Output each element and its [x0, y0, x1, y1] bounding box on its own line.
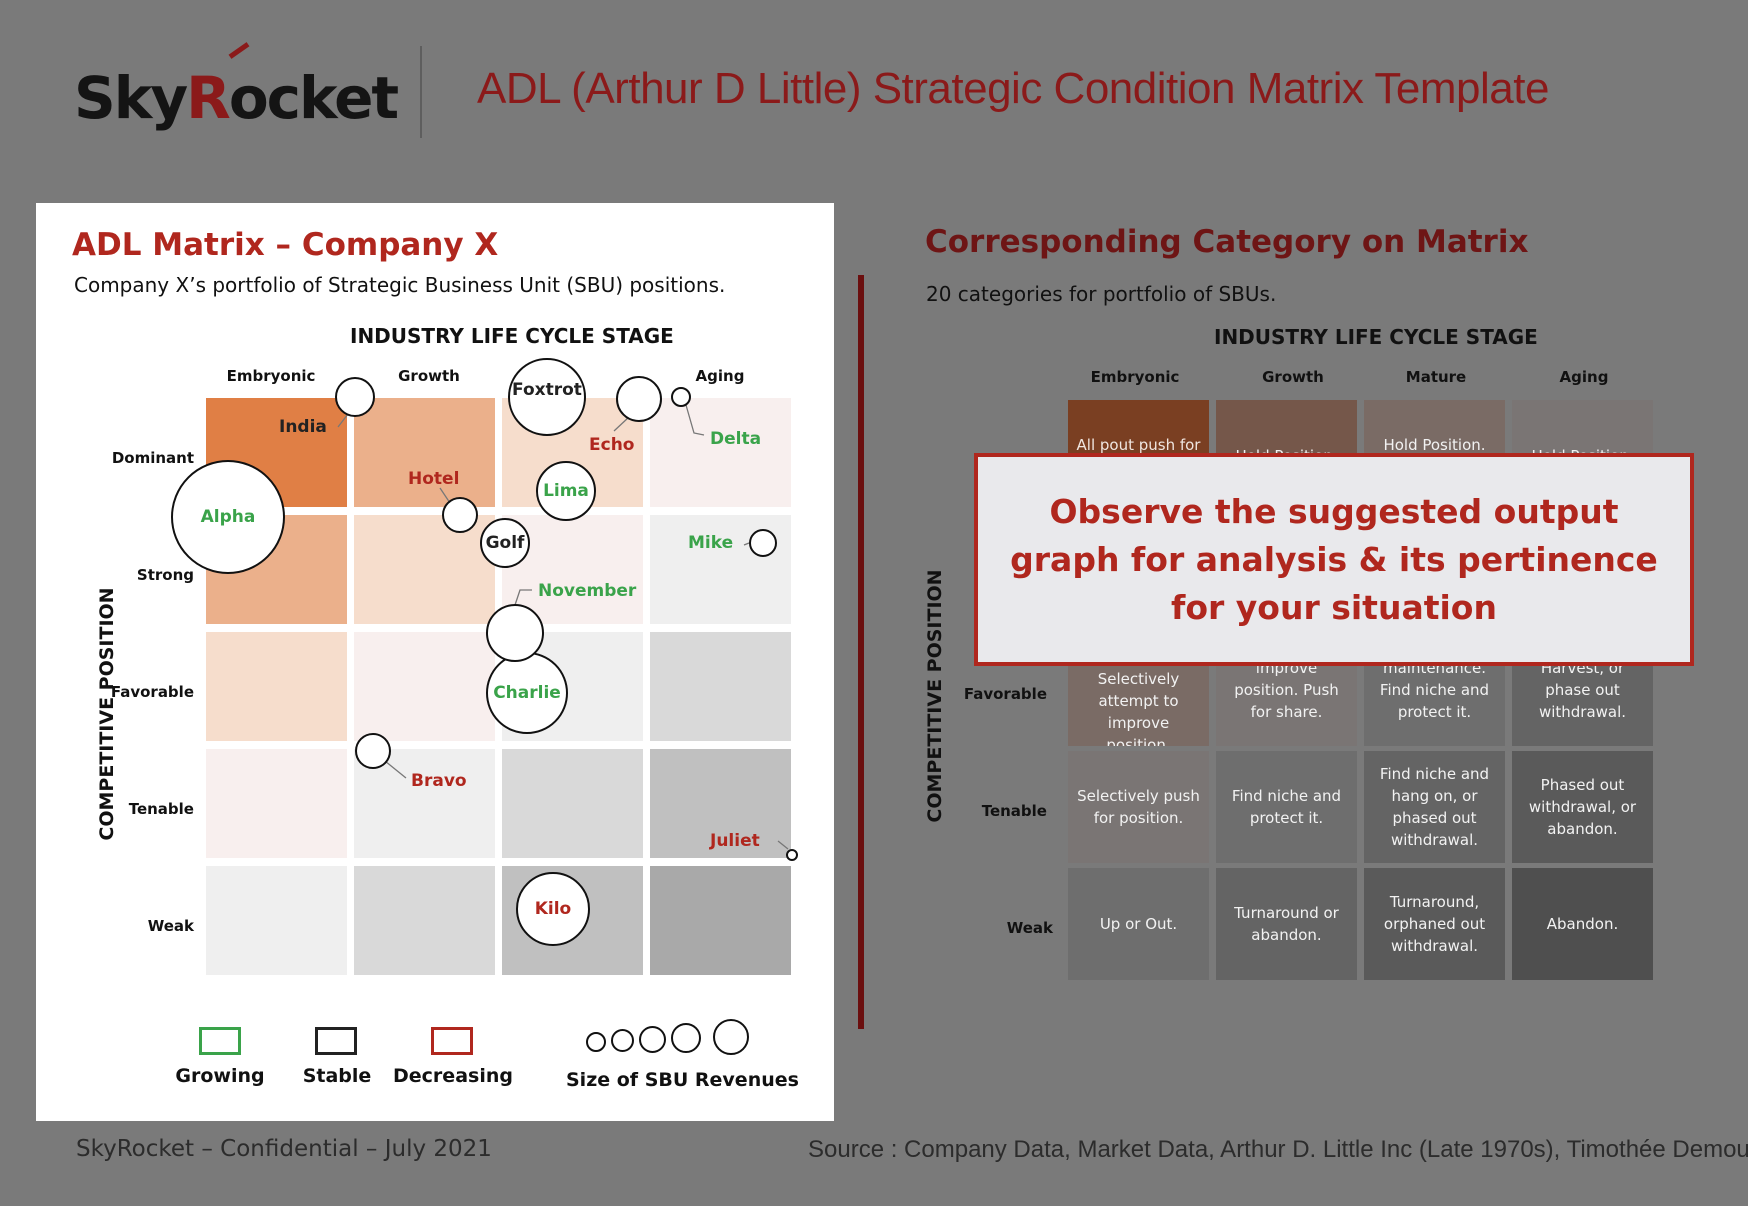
sbu-label-juliet: Juliet	[710, 831, 760, 851]
sbu-bubble-kilo: Kilo	[516, 872, 590, 946]
cell-favorable-growth	[354, 632, 495, 741]
leader-line-india	[337, 413, 349, 428]
panel-title: ADL Matrix – Company X	[72, 227, 499, 263]
right-x-axis-title: INDUSTRY LIFE CYCLE STAGE	[1214, 325, 1538, 349]
sbu-label-alpha: Alpha	[200, 507, 256, 527]
legend-growing-swatch	[199, 1027, 241, 1055]
legend-size-label: Size of SBU Revenues	[566, 1069, 799, 1091]
sbu-bubble-india	[335, 377, 375, 417]
category-weak-aging: Abandon.	[1512, 868, 1653, 980]
sbu-bubble-charlie: Charlie	[486, 652, 568, 734]
adl-matrix-panel: ADL Matrix – Company X Company X’s portf…	[36, 203, 834, 1121]
sbu-label-echo: Echo	[589, 435, 635, 455]
cell-weak-growth	[354, 866, 495, 975]
cell-dominant-growth	[354, 398, 495, 507]
legend-size-circle-5	[713, 1019, 749, 1055]
sbu-bubble-delta	[671, 387, 691, 407]
sbu-label-charlie: Charlie	[493, 683, 561, 703]
skyrocket-logo: SkyRocket	[74, 42, 399, 142]
cell-dominant-aging	[650, 398, 791, 507]
sbu-bubble-juliet	[786, 849, 798, 861]
cell-strong-growth	[354, 515, 495, 624]
sbu-label-delta: Delta	[710, 429, 762, 449]
row-header-dominant: Dominant	[111, 449, 194, 467]
footer-confidential: SkyRocket – Confidential – July 2021	[76, 1136, 492, 1162]
sbu-label-bravo: Bravo	[411, 771, 467, 791]
category-tenable-growth: Find niche and protect it.	[1216, 751, 1357, 863]
cell-weak-aging	[650, 866, 791, 975]
sbu-bubble-echo	[616, 376, 662, 422]
sbu-bubble-foxtrot: Foxtrot	[508, 358, 586, 436]
legend-size-circle-1	[586, 1032, 606, 1052]
sbu-label-kilo: Kilo	[534, 899, 572, 919]
category-tenable-aging: Phased out withdrawal, or abandon.	[1512, 751, 1653, 863]
legend-size-circle-2	[611, 1029, 634, 1052]
row-header-weak: Weak	[147, 917, 194, 935]
logo-text: SkyRocket	[74, 64, 399, 132]
cell-tenable-aging	[650, 749, 791, 858]
legend-size-circle-4	[671, 1023, 701, 1053]
section-divider	[858, 275, 864, 1029]
sbu-bubble-lima: Lima	[536, 461, 596, 521]
leader-line-delta	[685, 404, 705, 436]
right-col-header-growth: Growth	[1262, 368, 1324, 386]
cell-tenable-embryonic	[206, 749, 347, 858]
logo-accent-mark	[228, 42, 250, 59]
legend-decreasing-label: Decreasing	[393, 1065, 513, 1087]
sbu-bubble-november	[486, 604, 544, 662]
legend-growing-label: Growing	[175, 1065, 265, 1087]
category-tenable-mature: Find niche and hang on, or phased out wi…	[1364, 751, 1505, 863]
row-header-tenable: Tenable	[128, 800, 194, 818]
right-col-header-aging: Aging	[1559, 368, 1609, 386]
leader-line-mike	[743, 542, 750, 546]
legend-stable-swatch	[315, 1027, 357, 1055]
leader-line-november	[514, 589, 532, 606]
sbu-bubble-hotel	[442, 497, 478, 533]
right-col-header-embryonic: Embryonic	[1090, 368, 1180, 386]
cell-favorable-embryonic	[206, 632, 347, 741]
sbu-label-lima: Lima	[543, 481, 589, 501]
category-tenable-embryonic: Selectively push for position.	[1068, 751, 1209, 863]
legend-decreasing-swatch	[431, 1027, 473, 1055]
callout-overlay: Observe the suggested output graph for a…	[974, 453, 1694, 666]
right-subtitle: 20 categories for portfolio of SBUs.	[926, 282, 1277, 306]
sbu-bubble-mike	[749, 529, 777, 557]
sbu-label-india: India	[279, 417, 327, 437]
x-axis-title: INDUSTRY LIFE CYCLE STAGE	[350, 324, 674, 348]
footer-source: Source : Company Data, Market Data, Arth…	[808, 1136, 1748, 1163]
page-title: ADL (Arthur D Little) Strategic Conditio…	[477, 64, 1549, 113]
header-divider	[420, 46, 422, 138]
sbu-bubble-alpha: Alpha	[171, 460, 285, 574]
category-weak-embryonic: Up or Out.	[1068, 868, 1209, 980]
col-header-aging: Aging	[695, 367, 745, 385]
col-header-growth: Growth	[398, 367, 460, 385]
right-title: Corresponding Category on Matrix	[925, 224, 1529, 260]
right-col-header-mature: Mature	[1405, 368, 1467, 386]
sbu-bubble-bravo	[355, 733, 391, 769]
leader-line-bravo	[384, 760, 407, 779]
col-header-embryonic: Embryonic	[226, 367, 316, 385]
right-row-header-weak: Weak	[1006, 919, 1053, 937]
panel-subtitle: Company X’s portfolio of Strategic Busin…	[74, 273, 726, 297]
leader-line-echo	[613, 416, 630, 432]
category-weak-mature: Turnaround, orphaned out withdrawal.	[1364, 868, 1505, 980]
cell-favorable-aging	[650, 632, 791, 741]
category-weak-growth: Turnaround or abandon.	[1216, 868, 1357, 980]
sbu-label-november: November	[538, 581, 637, 601]
sbu-label-foxtrot: Foxtrot	[512, 380, 582, 400]
row-header-favorable: Favorable	[110, 683, 194, 701]
sbu-label-golf: Golf	[485, 533, 525, 553]
legend-size-circle-3	[639, 1026, 666, 1053]
row-header-strong: Strong	[136, 566, 194, 584]
sbu-label-mike: Mike	[688, 533, 734, 553]
leader-line-juliet	[777, 840, 789, 850]
legend-stable-label: Stable	[302, 1065, 372, 1087]
sbu-label-hotel: Hotel	[408, 469, 460, 489]
right-row-header-tenable: Tenable	[981, 802, 1047, 820]
right-row-header-favorable: Favorable	[963, 685, 1047, 703]
leader-lines	[337, 404, 789, 850]
sbu-bubble-golf: Golf	[480, 518, 530, 568]
cell-weak-embryonic	[206, 866, 347, 975]
cell-tenable-mature	[502, 749, 643, 858]
